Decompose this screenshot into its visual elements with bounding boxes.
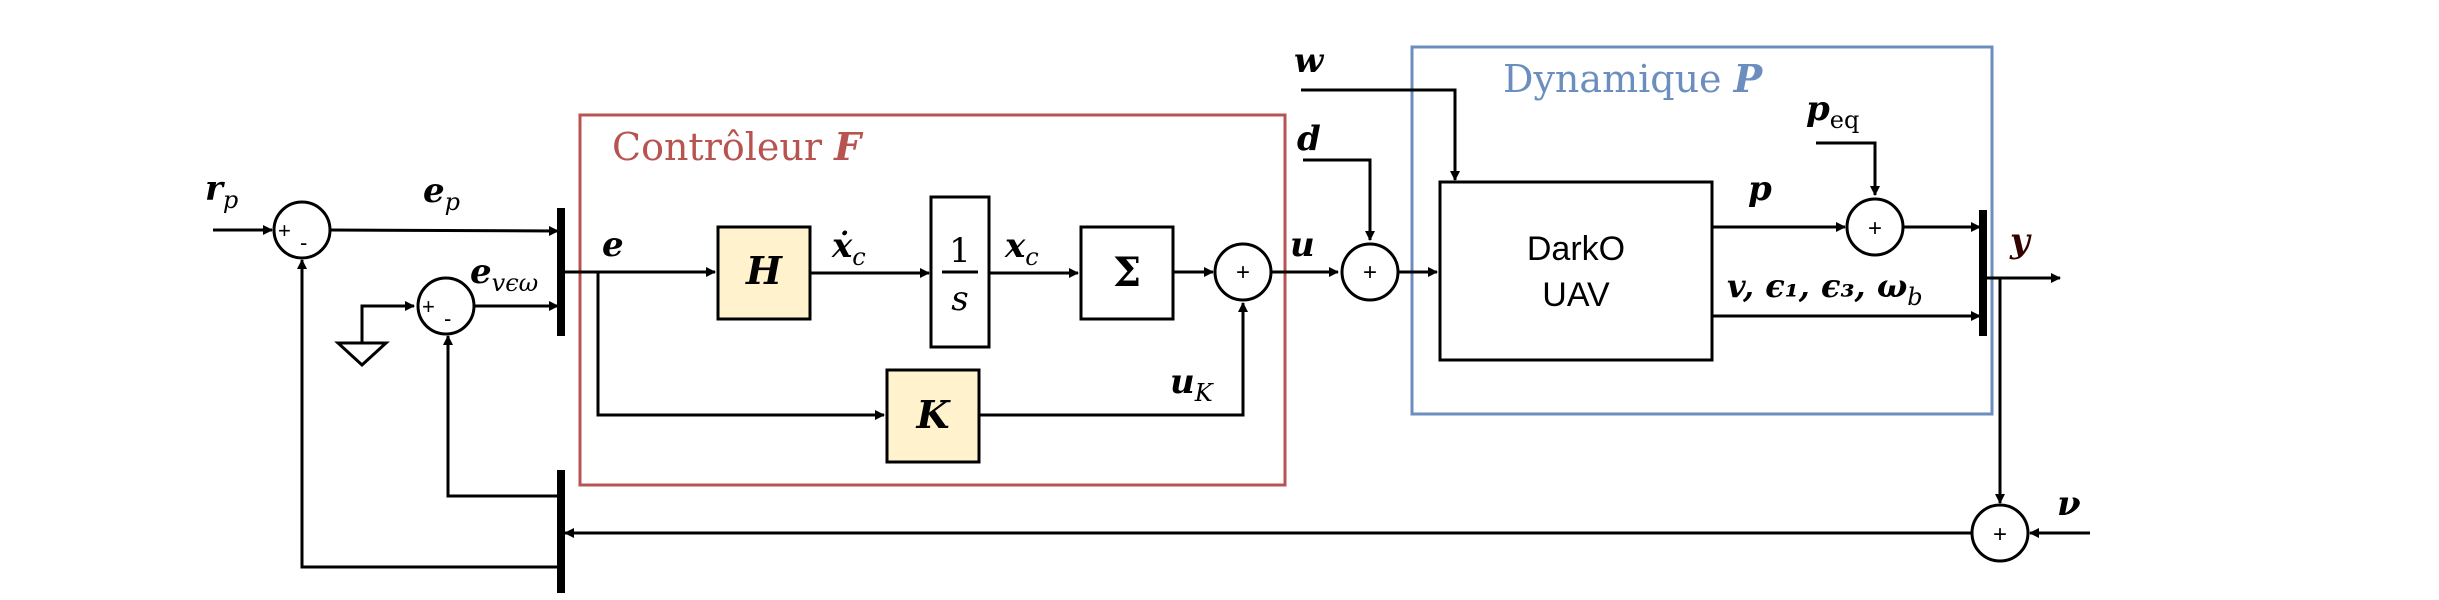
label-peq: peq	[1806, 89, 1859, 134]
sum-d-plus: +	[1363, 259, 1377, 286]
label-nu: ν	[2057, 484, 2081, 524]
sum2-minus: -	[444, 306, 451, 331]
controller-title: Contrôleur F	[612, 124, 864, 169]
sum-noise-plus: +	[1993, 521, 2007, 548]
label-y: y	[2009, 221, 2032, 261]
label-e: e	[602, 225, 624, 265]
plant-frame	[1410, 45, 1994, 416]
label-rp: rp	[205, 169, 238, 214]
sum-u-plus: +	[1236, 259, 1250, 286]
K-block-label: K	[915, 392, 951, 437]
uav-line1: DarkO	[1527, 230, 1625, 268]
label-u: u	[1290, 225, 1315, 265]
label-w: w	[1294, 41, 1325, 81]
arrow-uK	[979, 302, 1248, 417]
arrow-feedback-to-sum1	[297, 259, 561, 569]
arrow-peq	[1816, 141, 1880, 196]
Sigma-block-label: Σ	[1113, 249, 1141, 296]
sum1-plus: +	[278, 218, 291, 243]
uav-block	[1438, 180, 1714, 362]
arrow-d	[1303, 158, 1375, 241]
arrow-feedback-to-sum2	[443, 335, 561, 498]
K-block	[885, 368, 981, 464]
sum-peq-plus: +	[1868, 215, 1882, 242]
H-block	[716, 225, 812, 321]
sum1-minus: -	[300, 230, 307, 255]
label-p: p	[1748, 169, 1772, 209]
label-uK: uK	[1170, 362, 1215, 407]
arrow-ground-to-sum2	[360, 301, 415, 343]
arrow-w	[1301, 88, 1460, 181]
sum2-plus: +	[422, 294, 435, 319]
H-block-label: H	[745, 248, 783, 293]
arrow-ep	[329, 225, 559, 236]
label-d: d	[1297, 119, 1321, 159]
controller-frame	[578, 113, 1287, 487]
uav-line2: UAV	[1542, 276, 1610, 314]
ground-icon	[334, 341, 390, 368]
label-eve: evϵω	[470, 252, 538, 297]
label-outputs: v, ϵ₁, ϵ₃, ωb	[1727, 267, 1923, 311]
integrator-num: 1	[949, 231, 971, 271]
arrow-e-to-K	[596, 272, 885, 420]
label-xc: xc	[1004, 226, 1039, 271]
label-ep: ep	[423, 171, 460, 216]
label-xdot: ẋc	[831, 226, 866, 271]
plant-title: Dynamique P	[1503, 56, 1764, 101]
integrator-den: s	[951, 279, 968, 319]
